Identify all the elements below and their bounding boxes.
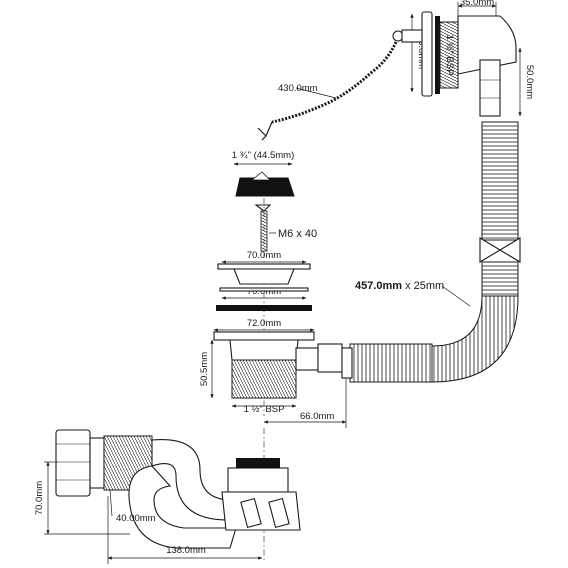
rubber-plug <box>235 177 295 197</box>
waste-body-neck <box>229 339 299 361</box>
overflow-assembly: 70.0mm 1 ½" BSP 35.0mm 50.0mm <box>392 0 535 117</box>
chain-length-leader <box>295 87 337 99</box>
screw-head <box>254 204 272 212</box>
grid-diameter-label: 70.0mm <box>247 250 281 261</box>
overflow-outlet-spigot <box>479 59 501 117</box>
plug-chain: 430.0mm <box>257 41 398 141</box>
trap-width-label: 138.0mm <box>166 545 206 556</box>
overflow-depth-label: 35.0mm <box>460 0 494 8</box>
side-outlet-nut <box>317 343 343 373</box>
hose-end-cuff <box>341 347 353 379</box>
plug-assembly: 1 ¾" (44.5mm) M6 x 40 <box>232 150 317 252</box>
hose-twist-section <box>479 237 521 263</box>
waste-body-assembly: 50.5mm 1 ½" BSP 66.0mm <box>199 331 347 428</box>
seal-depth-leader <box>109 489 113 517</box>
outlet-offset-label: 66.0mm <box>300 411 334 422</box>
flange-diameter-label: 72.0mm <box>247 318 281 329</box>
overflow-gasket <box>435 16 440 94</box>
hose-vertical-section-upper <box>481 121 519 241</box>
screw-size-label: M6 x 40 <box>278 228 317 240</box>
trap-riser-seal <box>236 458 280 468</box>
chain-links <box>271 41 398 124</box>
bottom-gasket <box>216 305 312 311</box>
plug-diameter-label: 1 ¾" (44.5mm) <box>232 150 295 161</box>
side-outlet <box>295 347 319 371</box>
body-thread-label: 1 ½" BSP <box>244 404 285 415</box>
grid-flange <box>217 263 311 270</box>
hose-bend-section <box>429 295 519 383</box>
body-height-label: 50.5mm <box>199 352 210 386</box>
trap-nut-grip-1 <box>240 497 262 529</box>
chain-clip <box>257 121 273 141</box>
overflow-body <box>457 15 517 75</box>
trap-height-label: 70.0mm <box>34 481 45 515</box>
overflow-cover-plate <box>421 11 433 97</box>
hose-horizontal-section <box>349 343 433 383</box>
trap-assembly: 70.0mm 40.00mm 138.0mm <box>34 429 301 564</box>
hose-vertical-section-lower <box>481 261 519 297</box>
seal-depth-label: 40.00mm <box>116 513 156 524</box>
chain-anchor-stud <box>401 29 423 43</box>
trap-lower-bend <box>128 465 237 549</box>
waste-grid-stack: 70.0mm 70.0mm 72.0mm <box>213 250 315 332</box>
overflow-drop-label: 50.0mm <box>524 65 535 99</box>
hose-diameter-value: x 25mm <box>405 280 444 292</box>
waste-body-flange <box>213 331 315 341</box>
trap-inlet-nut <box>55 429 91 497</box>
chain-length-label: 430.0mm <box>278 83 318 94</box>
trap-riser <box>227 467 289 493</box>
hose-length-value: 457.0mm <box>355 280 402 292</box>
overflow-thread-label: 1 ½" BSP <box>444 35 455 76</box>
top-washer <box>219 287 309 292</box>
trap-inlet-collar <box>89 437 105 489</box>
trap-nut-grip-2 <box>268 497 290 529</box>
hose-length-leader <box>441 285 471 307</box>
waste-body-thread <box>231 359 297 399</box>
grid-body <box>233 268 295 285</box>
plug-chain-lug <box>250 171 271 181</box>
